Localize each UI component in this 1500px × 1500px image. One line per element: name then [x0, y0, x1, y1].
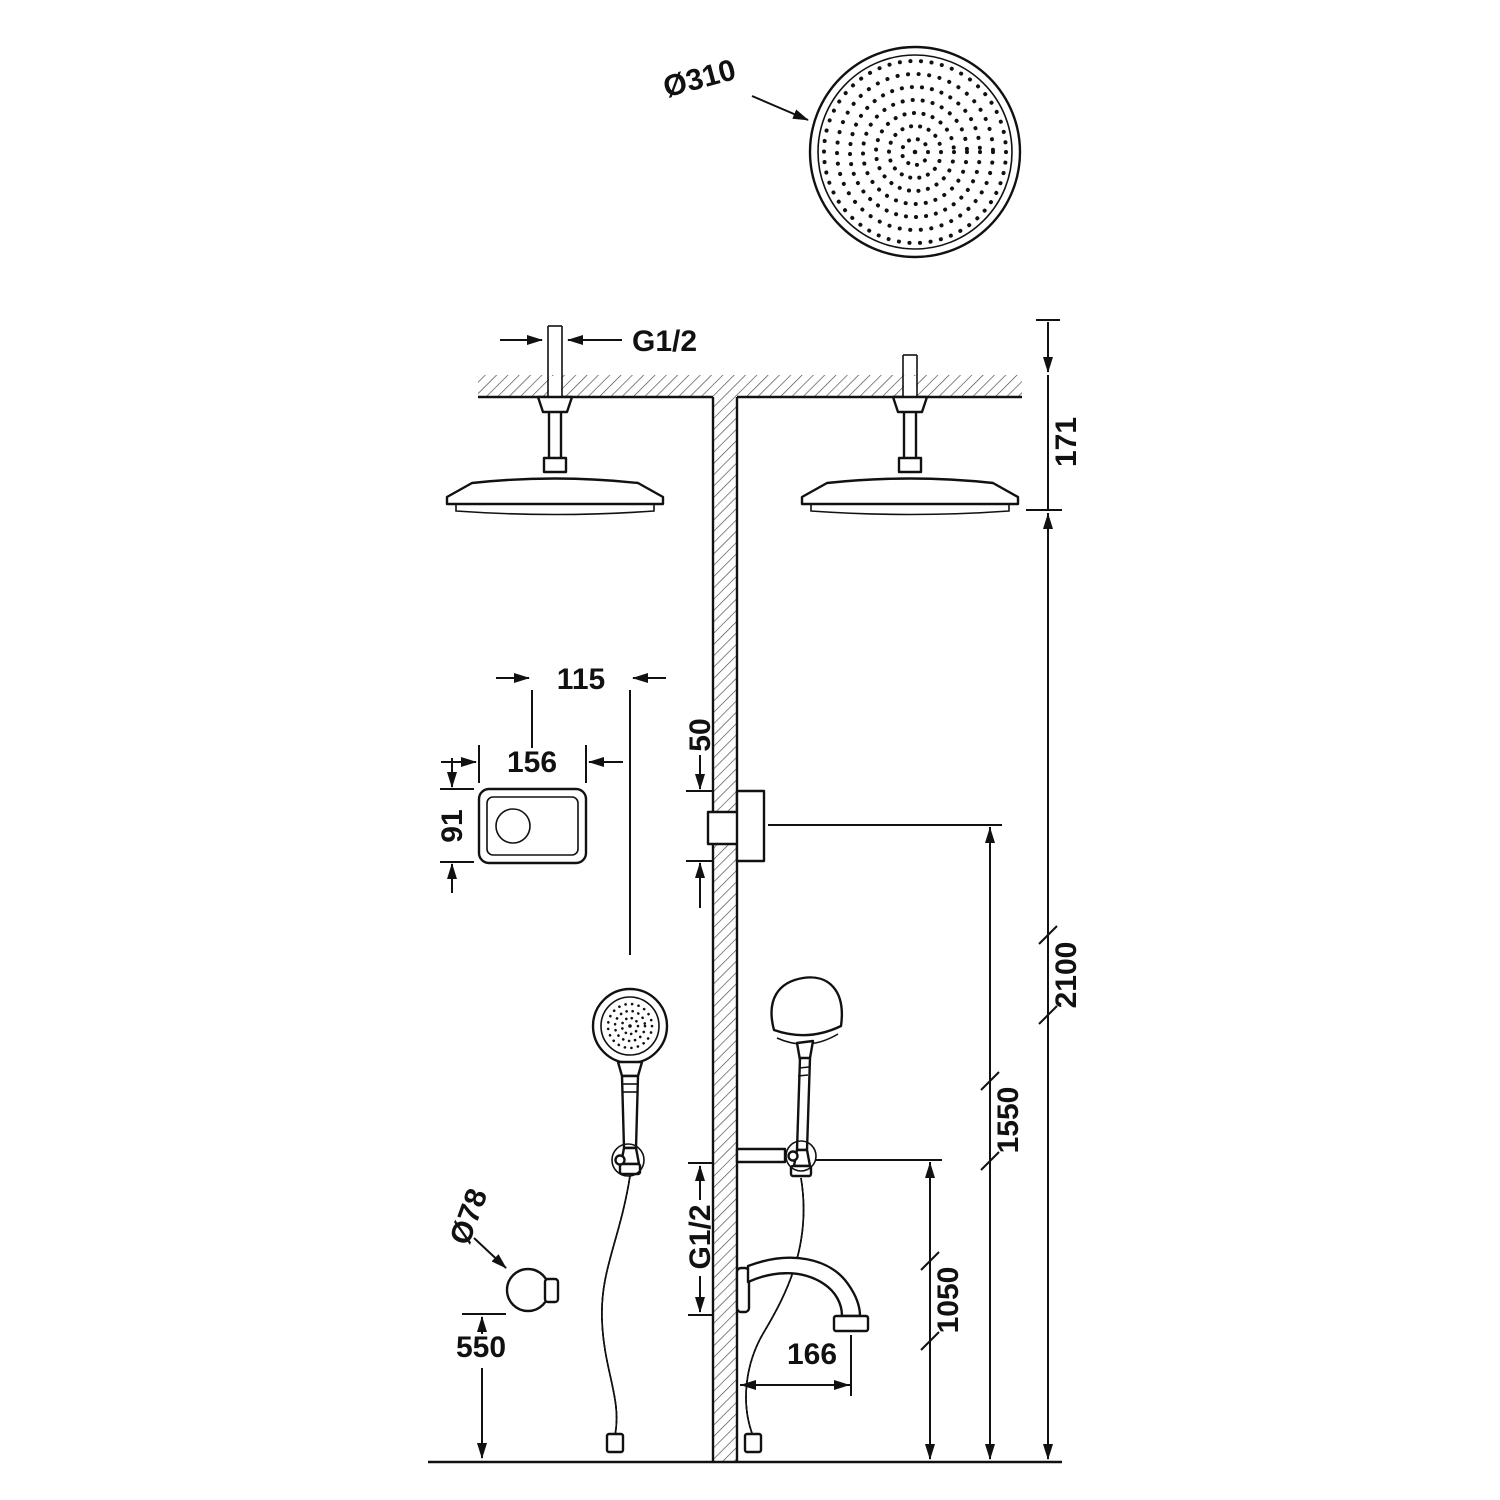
shower-hose	[601, 1175, 631, 1437]
wall-section	[711, 375, 739, 1462]
dim-ceiling-thread: G1/2	[500, 325, 697, 358]
label-head-to-floor: 2100	[1050, 942, 1083, 1009]
label-overhead-diameter: Ø310	[660, 53, 739, 104]
label-spout-reach: 166	[787, 1338, 837, 1371]
label-holder-to-floor: 1050	[932, 1267, 965, 1334]
center-dot	[912, 149, 918, 155]
ceiling-escutcheon	[536, 395, 574, 414]
spout-aerator	[832, 1314, 870, 1333]
label-outlet-thread: G1/2	[684, 1204, 717, 1269]
dim-550: 550	[456, 1313, 506, 1459]
dim-elbow-diameter: Ø78	[444, 1184, 507, 1269]
bath-spout	[735, 1256, 870, 1333]
dim-171: 171	[1026, 319, 1083, 511]
shower-head-dome	[445, 477, 665, 506]
hand-shower-handle	[620, 1074, 640, 1150]
concealed-valve	[706, 789, 766, 863]
hand-shower-front-view	[591, 987, 669, 1454]
dim-115: 115	[496, 663, 666, 955]
shower-head-dome	[800, 477, 1020, 506]
ceiling-escutcheon	[891, 395, 929, 414]
ceiling-shower-arm-right	[800, 354, 1020, 516]
hand-shower-holder	[611, 1143, 645, 1177]
hand-shower-bell	[770, 976, 844, 1037]
ceiling-shower-arm-left	[445, 325, 665, 516]
dim-overhead-diameter: Ø310	[660, 53, 809, 121]
label-control-offset: 115	[557, 663, 605, 696]
water-outlet-elbow	[505, 1267, 560, 1313]
label-ceiling-to-head: 171	[1050, 417, 1083, 467]
label-control-height: 91	[436, 809, 469, 842]
label-elbow-height: 550	[456, 1331, 506, 1364]
overhead-shower-top-view	[808, 45, 1022, 259]
dim-166: 166	[740, 1335, 852, 1396]
ceiling-section	[478, 375, 1022, 399]
hand-shower-clamp	[785, 1140, 817, 1172]
holder-arm	[735, 1147, 787, 1164]
dim-156: 156	[441, 745, 623, 783]
dim-2100: 2100	[1038, 513, 1083, 1460]
dim-50: 50	[684, 718, 717, 908]
label-control-width: 156	[507, 746, 557, 779]
dim-1050: 1050	[815, 1159, 965, 1460]
shower-hose	[745, 1177, 805, 1437]
label-control-to-floor: 1550	[992, 1087, 1025, 1154]
dim-91: 91	[436, 758, 474, 893]
label-ceiling-thread: G1/2	[632, 325, 697, 358]
label-elbow-diameter: Ø78	[444, 1184, 494, 1249]
spout-tube	[746, 1256, 862, 1318]
label-valve-body-height: 50	[684, 718, 717, 751]
control-knob	[495, 808, 531, 844]
dim-1550: 1550	[768, 824, 1025, 1460]
thermostatic-control-unit	[477, 787, 588, 865]
hand-shower-wall-view	[735, 976, 844, 1454]
hand-shower-handle	[795, 1056, 812, 1152]
dim-outlet-thread: G1/2	[684, 1162, 717, 1316]
